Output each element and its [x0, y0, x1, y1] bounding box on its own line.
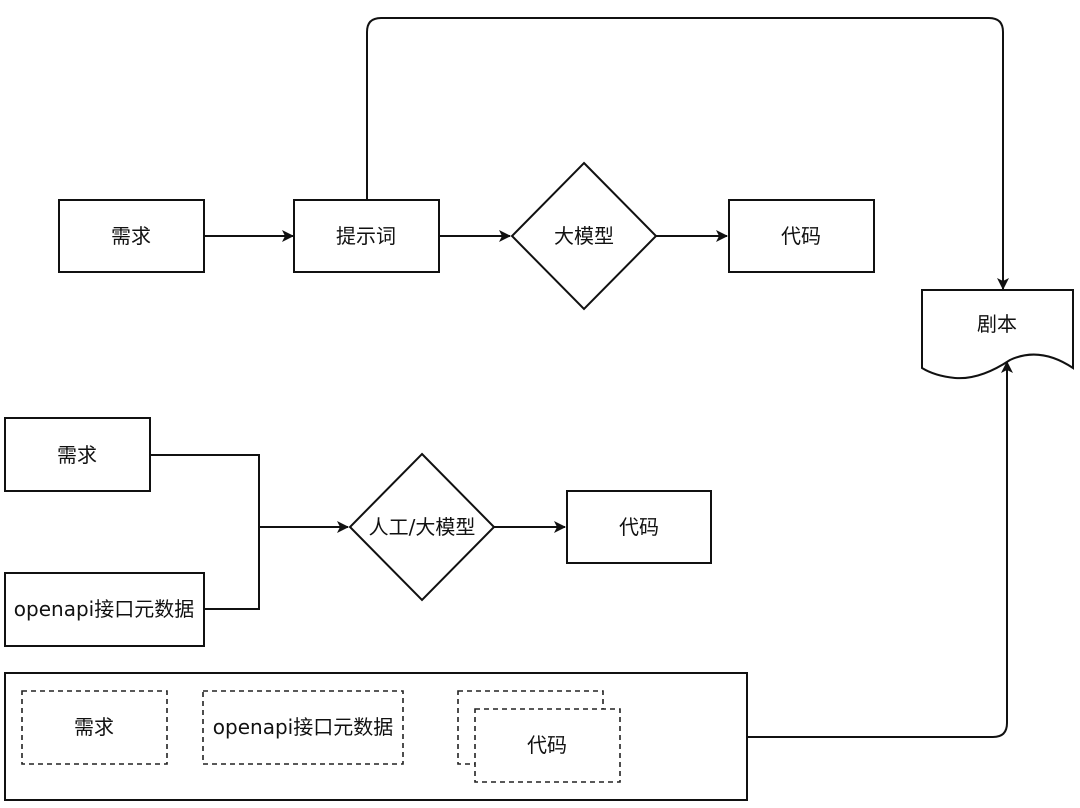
node-label: 大模型 — [554, 224, 614, 248]
node-code-middle[interactable]: 代码 — [566, 490, 712, 564]
node-requirement-top[interactable]: 需求 — [58, 199, 205, 273]
node-label: 人工/大模型 — [369, 515, 476, 539]
node-openapi-metadata-dashed[interactable]: openapi接口元数据 — [202, 690, 404, 765]
node-label: 需求 — [57, 443, 97, 467]
node-label: openapi接口元数据 — [14, 597, 194, 621]
node-human-or-llm-decision[interactable]: 人工/大模型 — [348, 452, 496, 602]
node-openapi-metadata-middle[interactable]: openapi接口元数据 — [4, 572, 205, 647]
node-label: 代码 — [619, 515, 659, 539]
node-label: 提示词 — [336, 224, 396, 248]
node-label: 需求 — [74, 715, 114, 739]
node-code-top[interactable]: 代码 — [728, 199, 875, 273]
node-script-document[interactable]: 剧本 — [921, 289, 1074, 380]
node-label: 代码 — [527, 733, 567, 757]
edge-prompt-to-script — [366, 17, 1009, 290]
edge-group-to-script — [747, 361, 1013, 738]
node-label: openapi接口元数据 — [213, 715, 393, 739]
node-requirement-middle[interactable]: 需求 — [4, 417, 151, 492]
node-code-stack-dashed[interactable]: 代码 — [457, 690, 621, 783]
node-label: 剧本 — [977, 312, 1017, 336]
node-requirement-dashed[interactable]: 需求 — [21, 690, 168, 765]
node-label: 代码 — [781, 224, 821, 248]
edge-merge-inputs — [150, 454, 260, 610]
node-llm-decision[interactable]: 大模型 — [510, 161, 658, 311]
node-label: 需求 — [111, 224, 151, 248]
node-prompt[interactable]: 提示词 — [293, 199, 440, 273]
